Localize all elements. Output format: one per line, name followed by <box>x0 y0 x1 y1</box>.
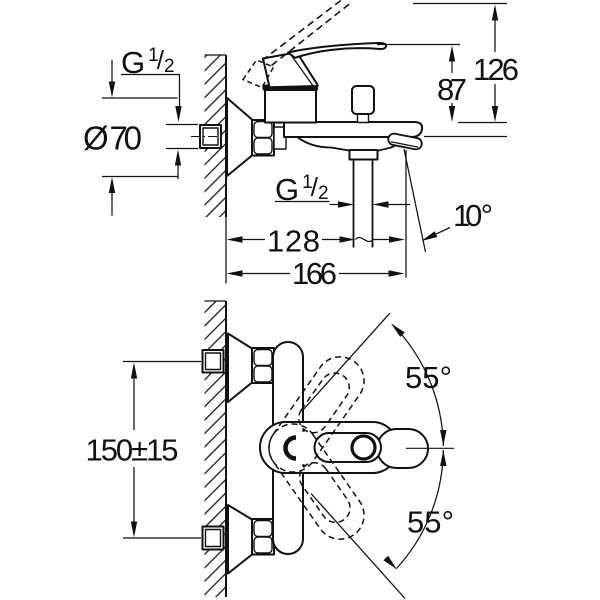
valve-body <box>262 84 318 124</box>
handle-swivel-upper-dashed <box>268 356 365 473</box>
handle-swivel-lower-dashed <box>268 423 365 540</box>
escutcheon-diameter-label: Ø 70 <box>83 120 142 157</box>
escutcheon-front-top <box>227 332 275 403</box>
height-total-label: 126 <box>473 52 519 87</box>
escutcheon-front-bottom <box>227 504 275 575</box>
spout-aerator <box>387 132 423 151</box>
dim-depth-outlet: 128 <box>226 224 405 259</box>
outlet-tilted-axis <box>403 148 427 253</box>
swivel-angle-lower-label: 55° <box>407 505 454 540</box>
dim-swivel-angles: 55° 55° <box>302 312 454 599</box>
inwall-connection-square <box>191 124 231 149</box>
height-lever-label: 87 <box>437 72 467 107</box>
connection-distance-label: 150±15 <box>86 433 179 468</box>
wall-section-side <box>204 54 227 284</box>
mounting-square-bottom <box>201 525 225 551</box>
wall-hatch-front <box>204 301 226 597</box>
dim-connection-distance: 150±15 <box>86 360 201 539</box>
lever-crescent-mark <box>283 435 297 461</box>
lever-handle <box>262 41 388 89</box>
lever-handle-raised-dashed <box>241 0 351 89</box>
spout-angle-label: 10 ° <box>453 198 493 233</box>
shower-outlet-pipe <box>348 149 379 248</box>
dim-height-total: 126 <box>413 2 519 122</box>
depth-outlet-label: 128 <box>267 224 320 259</box>
dim-spout-angle: 10 ° <box>421 198 493 241</box>
swivel-angle-upper-label: 55° <box>405 360 452 395</box>
dim-depth-total: 166 <box>226 256 405 291</box>
front-view: 150±15 55° 55° <box>86 300 454 599</box>
dim-escutcheon-diameter: Ø 70 <box>83 60 178 216</box>
handle-knob-front <box>350 434 377 461</box>
hex-nut-side <box>251 119 287 157</box>
escutcheon-side <box>226 97 253 177</box>
diverter-knob <box>351 85 375 124</box>
dim-height-lever: 87 <box>377 43 507 138</box>
depth-total-label: 166 <box>292 256 337 291</box>
mounting-square-top <box>201 349 225 374</box>
wall-section-front <box>204 300 227 597</box>
